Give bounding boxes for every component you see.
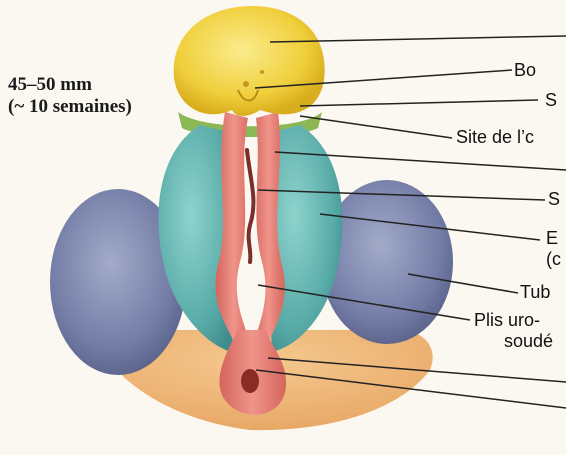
label-s2: S — [548, 189, 560, 209]
label-plis-line2: soudé — [474, 331, 553, 352]
label-e-line1: E — [546, 228, 561, 249]
stage-age: (~ 10 semaines) — [8, 96, 132, 118]
label-tub: Tub — [520, 282, 550, 302]
label-plis-line1: Plis uro- — [474, 310, 553, 331]
stage-label: 45–50 mm (~ 10 semaines) — [8, 74, 132, 118]
urogenital-opening — [241, 369, 259, 393]
urethral-groove — [247, 150, 253, 262]
stage-size: 45–50 mm — [8, 74, 132, 96]
label-s1: S — [545, 90, 557, 110]
label-bo: Bo — [514, 60, 536, 80]
label-e: E (c — [546, 228, 561, 270]
label-site: Site de l’c — [456, 127, 534, 147]
leader-line-s1 — [300, 100, 538, 106]
label-plis: Plis uro- soudé — [474, 310, 553, 352]
leader-line-site — [300, 116, 452, 138]
label-e-line2: (c — [546, 249, 561, 270]
